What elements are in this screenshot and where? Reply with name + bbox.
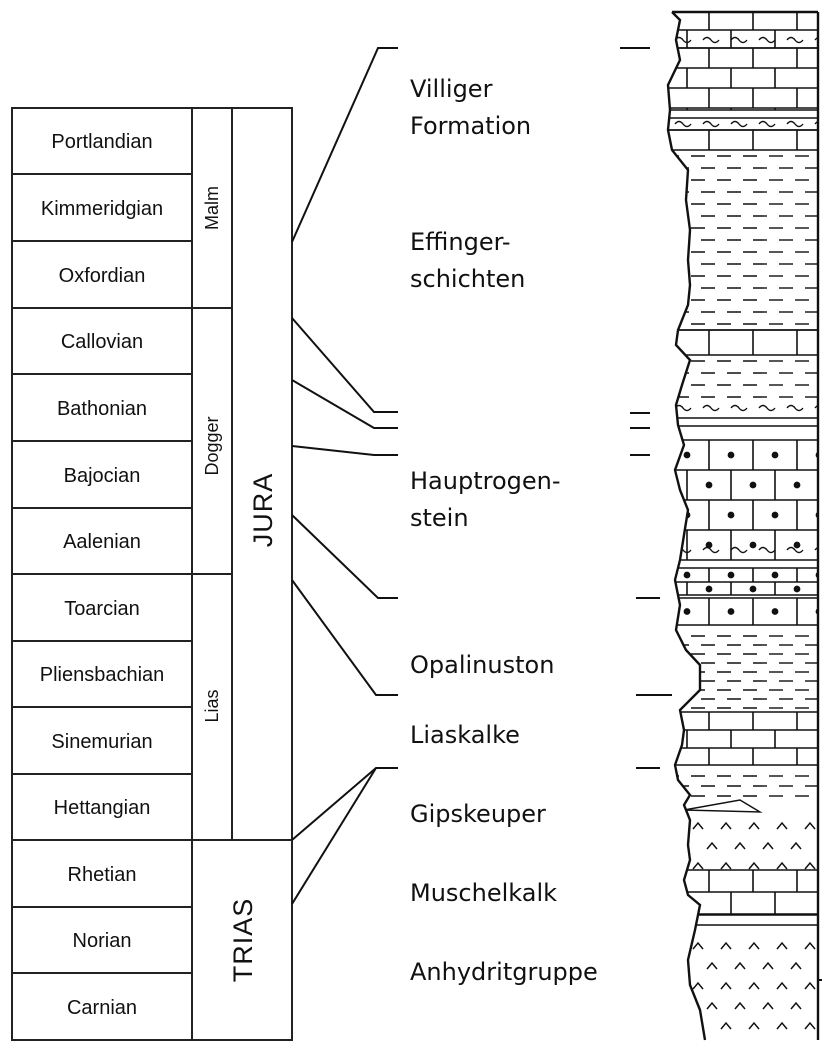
formation-label-anhydritgruppe: Anhydritgruppe <box>410 958 598 986</box>
formation-label-muschelkalk: Muschelkalk <box>410 879 557 907</box>
formation-label-hauptrogenstein-2: stein <box>410 504 469 532</box>
stage-label-portlandian: Portlandian <box>51 131 152 153</box>
formation-label-villiger: Villiger <box>410 75 493 103</box>
stage-label-sinemurian: Sinemurian <box>51 731 152 753</box>
stage-label-hettangian: Hettangian <box>54 797 151 819</box>
formation-label-opalinuston: Opalinuston <box>410 651 554 679</box>
stage-label-rhetian: Rhetian <box>68 864 137 886</box>
formation-label-gipskeuper: Gipskeuper <box>410 800 546 828</box>
series-label-malm: Malm <box>202 186 222 230</box>
series-labels: Malm Dogger Lias <box>202 186 222 723</box>
stage-label-oxfordian: Oxfordian <box>59 265 146 287</box>
series-label-lias: Lias <box>202 689 222 722</box>
stage-label-bathonian: Bathonian <box>57 398 147 420</box>
correlation-lines <box>292 48 398 904</box>
formation-label-effinger-2: schichten <box>410 265 525 293</box>
formation-labels: Villiger Formation Effinger- schichten H… <box>410 75 598 986</box>
stage-label-toarcian: Toarcian <box>64 598 140 620</box>
system-label-jura: JURA <box>248 473 278 548</box>
stage-label-norian: Norian <box>73 930 132 952</box>
stage-label-pliensbachian: Pliensbachian <box>40 664 165 686</box>
system-labels: JURA TRIAS <box>228 473 278 983</box>
formation-label-hauptrogenstein: Hauptrogen- <box>410 467 561 495</box>
lithologic-column <box>660 0 823 1044</box>
stage-label-aalenian: Aalenian <box>63 531 141 553</box>
formation-label-villiger-2: Formation <box>410 112 531 140</box>
series-label-dogger: Dogger <box>202 416 222 475</box>
stage-label-bajocian: Bajocian <box>64 465 141 487</box>
formation-label-effinger: Effinger- <box>410 228 511 256</box>
stage-label-carnian: Carnian <box>67 997 137 1019</box>
formation-label-liaskalke: Liaskalke <box>410 721 520 749</box>
stage-label-callovian: Callovian <box>61 331 143 353</box>
stage-label-kimmeridgian: Kimmeridgian <box>41 198 163 220</box>
system-label-trias: TRIAS <box>228 898 258 983</box>
